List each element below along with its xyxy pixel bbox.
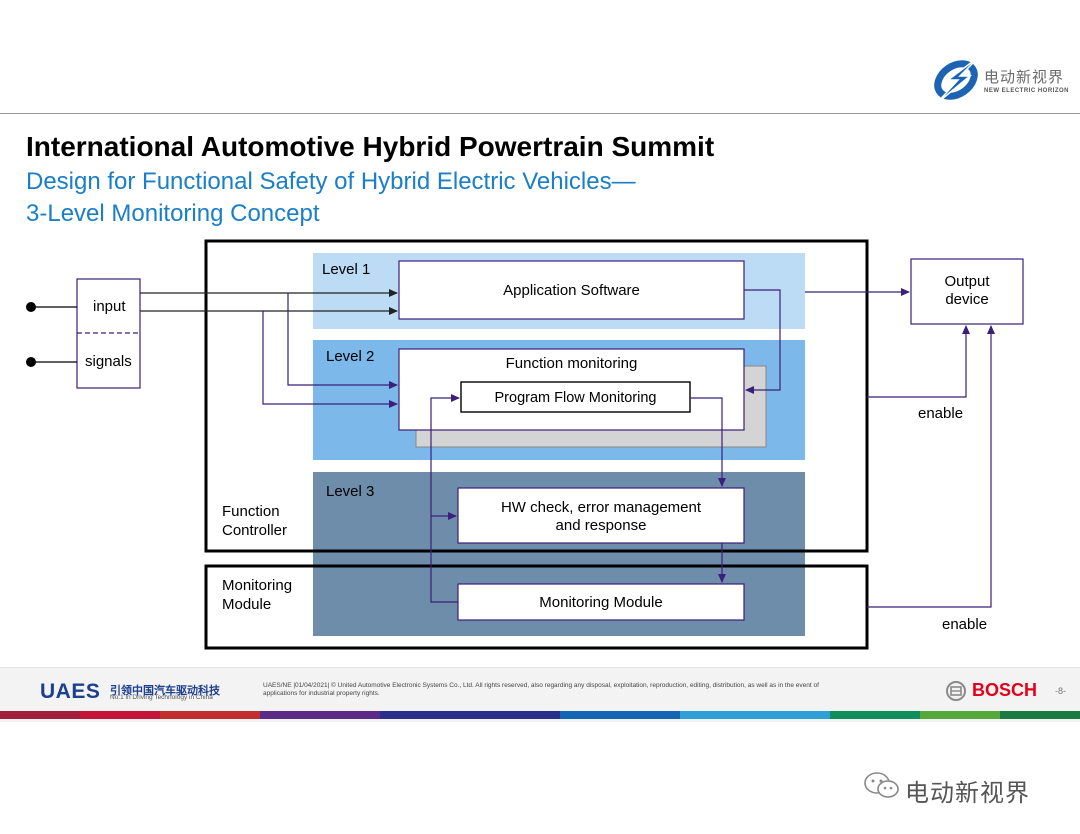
slide-subtitle-line2: 3-Level Monitoring Concept: [26, 200, 320, 227]
monitoring-module-label-line1: Monitoring: [222, 577, 293, 594]
legal-line2: applications for industrial property rig…: [263, 690, 380, 697]
slide-title: International Automotive Hybrid Powertra…: [26, 131, 715, 162]
output-device-label-line1: Output: [944, 273, 990, 290]
function-controller-label-line2: Controller: [222, 522, 288, 539]
signals-label: signals: [85, 353, 132, 370]
uaes-logo: UAES: [40, 680, 101, 703]
monitoring-module-box-label: Monitoring Module: [539, 594, 663, 611]
hw-check-label-line2: and response: [555, 517, 647, 534]
function-controller-label-line1: Function: [222, 503, 280, 520]
brand-logo-icon: [934, 55, 981, 105]
signals-terminal: [26, 357, 36, 367]
program-flow-monitoring-label: Program Flow Monitoring: [494, 390, 657, 406]
hw-check-label-line1: HW check, error management: [500, 499, 702, 516]
program-flow-monitoring-box: [460, 381, 691, 413]
application-software-label: Application Software: [503, 282, 640, 299]
header-brand-cn: 电动新视界: [984, 68, 1065, 86]
wechat-icon: [864, 772, 899, 798]
output-device-label-line2: device: [945, 291, 989, 308]
uaes-tagline: No.1 in Driving Technology in China: [110, 694, 213, 701]
legal-notice: UAES/NE |01/04/2021| © United Automotive…: [263, 682, 913, 698]
slide-subtitle-line1: Design for Functional Safety of Hybrid E…: [26, 168, 636, 195]
hw-check-box: [457, 487, 745, 544]
footer-color-stripe: [0, 711, 1080, 719]
input-terminal: [26, 302, 36, 312]
monitoring-module-label-line2: Module: [222, 596, 272, 613]
output-device-box: [910, 258, 1024, 325]
watermark-text: 电动新视界: [905, 779, 1030, 807]
header-brand-en: NEW ELECTRIC HORIZON: [984, 88, 1069, 94]
function-monitoring-label: Function monitoring: [505, 355, 638, 372]
level3-label: Level 3: [326, 483, 375, 500]
bosch-armature-icon: [946, 681, 966, 701]
bosch-logo: BOSCH: [972, 680, 1038, 700]
legal-line1: UAES/NE |01/04/2021| © United Automotive…: [263, 682, 819, 689]
input-label: input: [93, 298, 126, 315]
enable-label-upper: enable: [918, 405, 964, 422]
uaes-slogan-cn: 引领中国汽车驱动科技: [110, 684, 220, 697]
application-software-box: [398, 260, 745, 320]
page-number: -8-: [1055, 686, 1066, 696]
enable-label-lower: enable: [942, 616, 988, 633]
level1-label: Level 1: [322, 261, 371, 278]
level2-label: Level 2: [326, 348, 375, 365]
function-controller-frame: [204, 239, 869, 553]
